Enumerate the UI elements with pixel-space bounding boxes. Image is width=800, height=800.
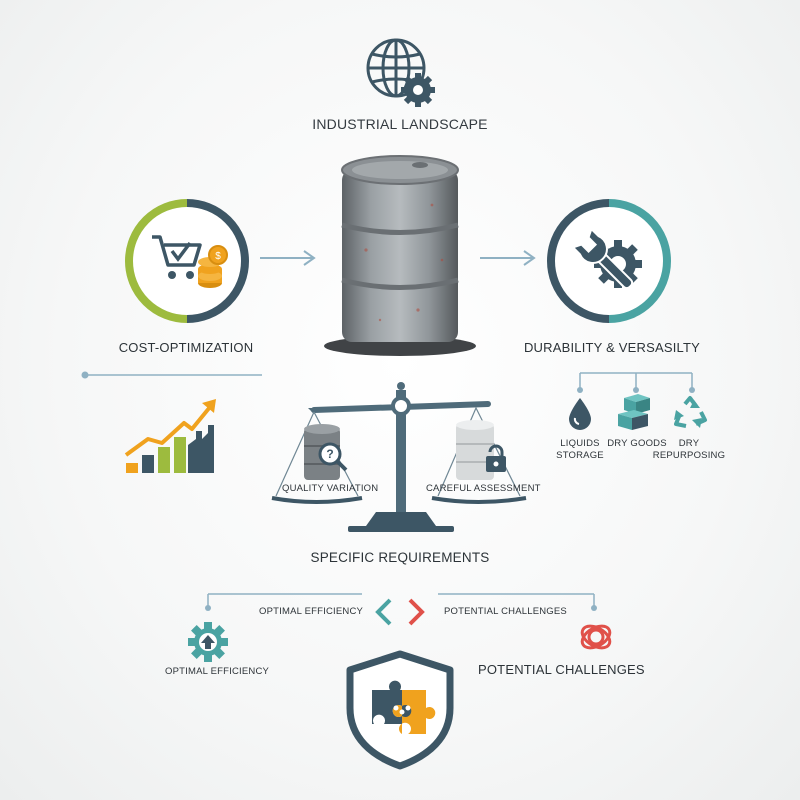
cart-coins-icon: $ <box>152 235 228 288</box>
optimal-efficiency-line-label: OPTIMAL EFFICIENCY <box>259 606 364 617</box>
cost-optimization-label: COST-OPTIMIZATION <box>118 340 254 355</box>
wrench-gear-icon <box>571 227 642 290</box>
cost-optimization-ring <box>125 199 249 323</box>
growth-chart-factory-icon <box>124 399 216 473</box>
potential-challenges-line-label: POTENTIAL CHALLENGES <box>444 606 567 617</box>
careful-assessment-label: CAREFUL ASSESSMENT <box>426 483 541 494</box>
storage-line: STORAGE <box>556 450 604 461</box>
efficiency-gear-icon <box>188 622 228 662</box>
tangled-knot-icon <box>580 624 612 650</box>
bottom-connector-lines <box>205 593 597 611</box>
quality-variation-label: QUALITY VARIATION <box>282 483 379 494</box>
industrial-landscape-title: INDUSTRIAL LANDSCAPE <box>312 116 488 132</box>
svg-text:$: $ <box>215 251 221 262</box>
steel-barrel <box>324 155 476 356</box>
recycle-icon <box>674 396 707 428</box>
liquids-storage-label: LIQUIDS STORAGE <box>545 438 615 462</box>
dry-repurposing-label: DRY REPURPOSING <box>650 438 728 462</box>
shield-puzzle-icon <box>346 650 454 770</box>
chevron-pair-icon <box>375 598 425 626</box>
droplet-icon <box>569 398 591 430</box>
left-divider <box>81 371 262 379</box>
specific-requirements-label: SPECIFIC REQUIREMENTS <box>310 550 490 565</box>
boxes-icon <box>618 394 650 430</box>
durability-tree-connector <box>577 372 695 393</box>
repurposing-line: REPURPOSING <box>652 450 726 461</box>
durability-label: DURABILITY & VERSASILTY <box>523 340 701 355</box>
arrow-left-to-barrel <box>260 250 316 266</box>
svg-text:?: ? <box>326 447 333 461</box>
dry-line: DRY <box>678 438 700 449</box>
arrow-barrel-to-right <box>480 250 536 266</box>
potential-challenges-label: POTENTIAL CHALLENGES <box>478 662 645 677</box>
globe-gear-icon <box>366 38 435 107</box>
dry-goods-line: DRY GOODS <box>607 438 667 449</box>
dry-goods-label: DRY GOODS <box>602 438 672 450</box>
optimal-efficiency-label: OPTIMAL EFFICIENCY <box>165 666 270 677</box>
liquids-line: LIQUIDS <box>560 438 600 449</box>
balance-scale: ? <box>271 382 527 532</box>
